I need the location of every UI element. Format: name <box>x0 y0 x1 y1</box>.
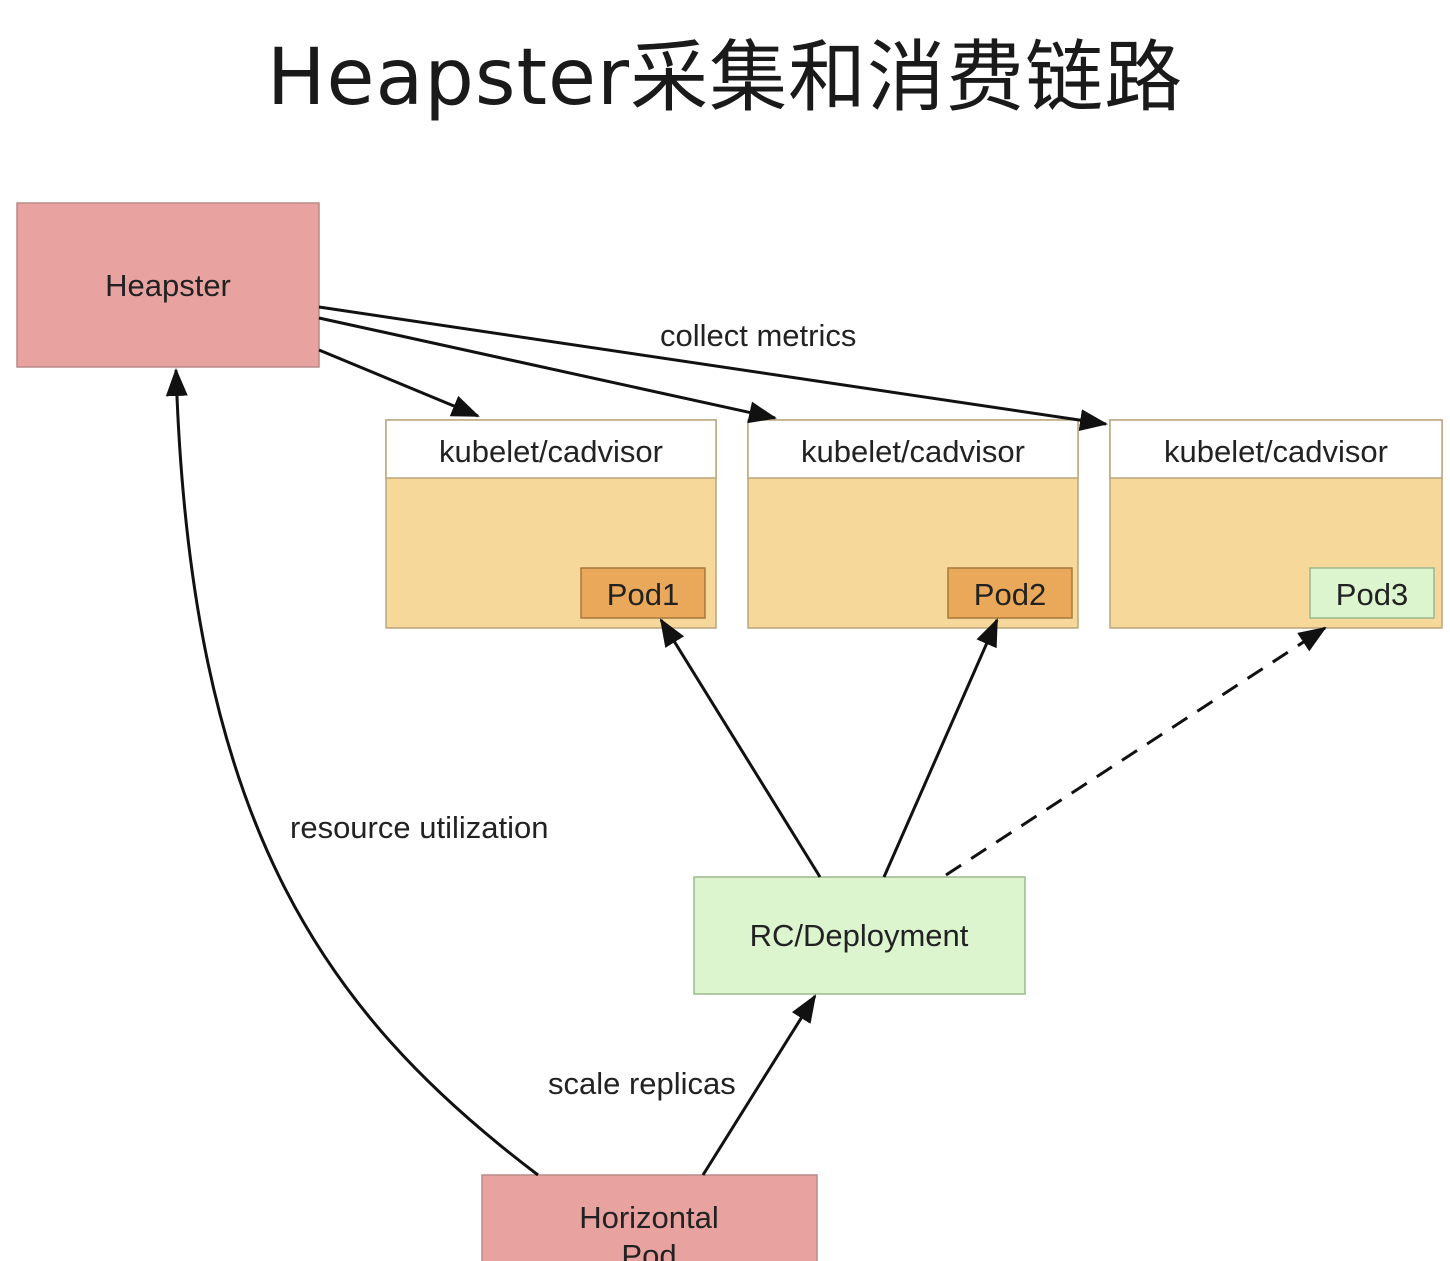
pod1-box <box>580 567 706 619</box>
pod3-box <box>1309 567 1435 619</box>
rc-deployment-label: RC/Deployment <box>750 918 969 953</box>
rc-deployment-box <box>693 876 1026 995</box>
arrow-rc-to-pod3-dashed <box>945 626 1327 877</box>
arrow-hpa-to-rc <box>701 994 817 1176</box>
node-3-header <box>1109 419 1443 479</box>
heapster-node: Heapster <box>16 202 320 368</box>
pod3-label: Pod3 <box>1336 577 1408 612</box>
node-3-header-label: kubelet/cadvisor <box>1164 434 1388 469</box>
node-2-header-label: kubelet/cadvisor <box>801 434 1025 469</box>
node-1-header <box>385 419 717 479</box>
rc-deployment-node: RC/Deployment <box>693 876 1026 995</box>
node-3: kubelet/cadvisor Pod3 <box>1109 419 1443 629</box>
node-2: kubelet/cadvisor Pod2 <box>747 419 1079 629</box>
resource-utilization-label: resource utilization <box>290 810 548 845</box>
hpa-node: Horizontal Pod <box>481 1174 818 1261</box>
node-1-header-label: kubelet/cadvisor <box>439 434 663 469</box>
arrow-heapster-to-node2 <box>318 316 777 424</box>
arrow-heapster-to-node1 <box>318 348 480 418</box>
heapster-box <box>16 202 320 368</box>
arrow-rc-to-pod1 <box>659 618 822 878</box>
arrow-heapster-to-node3 <box>318 305 1108 432</box>
node-2-header <box>747 419 1079 479</box>
pod2-box <box>947 567 1073 619</box>
heapster-label: Heapster <box>105 268 231 303</box>
arrow-hpa-to-heapster <box>165 368 539 1177</box>
node-1: kubelet/cadvisor Pod1 <box>385 419 717 629</box>
collect-metrics-label: collect metrics <box>660 318 856 353</box>
scale-replicas-label: scale replicas <box>548 1066 736 1101</box>
hpa-label-line1: Horizontal <box>579 1200 719 1235</box>
hpa-label-line2: Pod <box>621 1238 676 1261</box>
pod2-label: Pod2 <box>974 577 1046 612</box>
pod1-label: Pod1 <box>607 577 679 612</box>
hpa-box <box>481 1174 818 1261</box>
arrow-rc-to-pod2 <box>882 618 999 878</box>
slide-title: Heapster采集和消费链路 <box>266 33 1184 123</box>
